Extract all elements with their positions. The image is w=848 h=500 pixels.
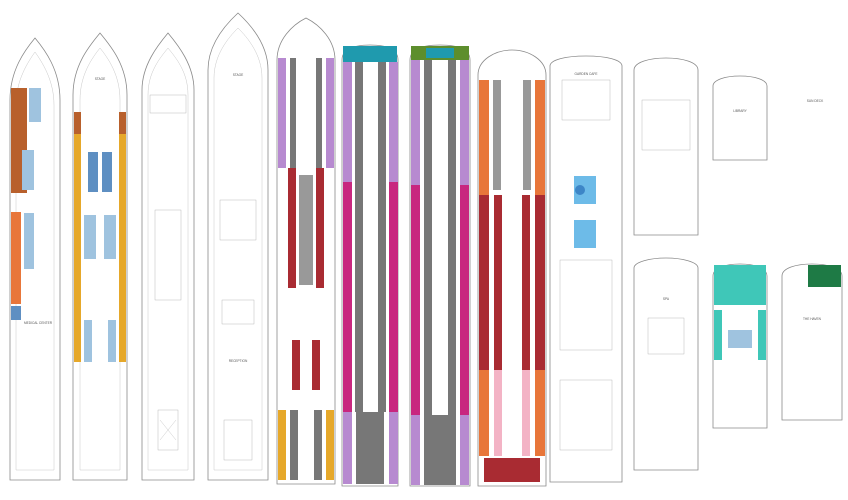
stage-label: STAGE <box>95 77 106 81</box>
deck-plan-8[interactable] <box>477 49 547 487</box>
medical-center-label: MEDICAL CENTER <box>24 321 53 325</box>
the-haven-label: THE HAVEN <box>803 317 822 321</box>
deck-plan-5[interactable] <box>276 17 336 485</box>
svg-text:LIBRARY: LIBRARY <box>733 109 747 113</box>
sun-deck-label: SUN DECK <box>807 99 824 103</box>
svg-text:STAGE: STAGE <box>233 73 244 77</box>
deck-plan-12[interactable]: SUN DECK THE HAVEN <box>781 99 843 421</box>
deck-plan-4[interactable]: STAGE RECEPTION <box>207 12 269 481</box>
deck-plan-10[interactable]: SPA <box>633 57 699 471</box>
cabin-block-orange <box>11 212 21 304</box>
forward-suite-block <box>343 46 397 62</box>
deck-plan-9[interactable]: GARDEN CAFE <box>549 55 623 483</box>
deck-plan-3[interactable] <box>141 32 195 481</box>
deck-plan-7[interactable] <box>409 44 471 487</box>
deck-plan-1[interactable]: MEDICAL CENTER <box>9 37 61 481</box>
garden-cafe-label: GARDEN CAFE <box>574 72 597 76</box>
cabin-block-lightblue <box>22 150 34 190</box>
reception-label: RECEPTION <box>229 359 248 363</box>
deck-plan-6[interactable] <box>341 44 399 487</box>
deck-plan-11[interactable]: LIBRARY <box>712 75 768 429</box>
spa-label: SPA <box>663 297 670 301</box>
deck-plan-2[interactable]: STAGE <box>72 32 128 481</box>
